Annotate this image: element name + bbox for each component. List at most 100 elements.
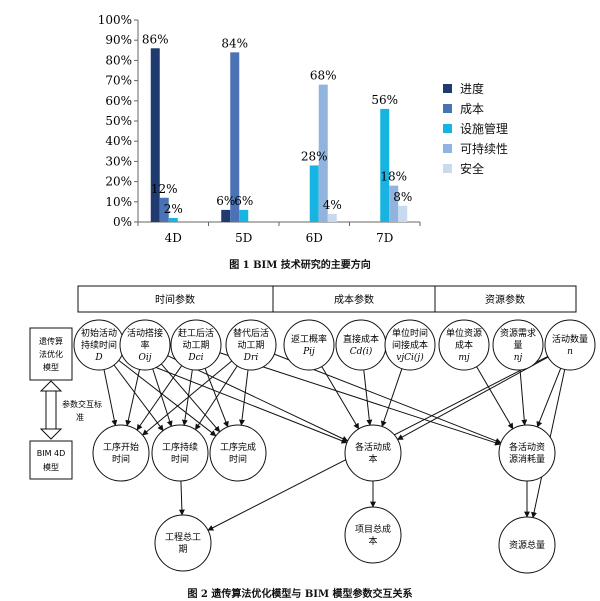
- x-tick-label: 6D: [306, 231, 323, 245]
- edge-arrow: [363, 369, 373, 426]
- edge-arrow: [125, 369, 141, 427]
- node-label: 单位时间: [392, 327, 428, 339]
- node-label: 时间: [171, 453, 189, 465]
- node-label: 工序持续: [162, 441, 198, 453]
- svg-text:模型: 模型: [43, 462, 59, 472]
- x-tick-label: 7D: [376, 231, 393, 245]
- data-label: 18%: [380, 170, 407, 184]
- node-label: 本: [368, 535, 377, 547]
- y-tick-label: 50%: [105, 114, 132, 128]
- node-symbol: D: [94, 353, 102, 363]
- legend-item: 可持续性: [443, 138, 508, 158]
- node-label: 工序完成: [220, 441, 256, 453]
- bar-5D-成本: [230, 52, 240, 222]
- double-arrow: [39, 380, 63, 440]
- bar-4D-进度: [150, 48, 160, 222]
- data-label: 12%: [151, 182, 178, 196]
- parameter-header: 时间参数 成本参数 资源参数: [77, 285, 577, 313]
- legend-swatch: [443, 103, 452, 113]
- node-label: 持续时间: [81, 339, 117, 351]
- header-resource: 资源参数: [485, 293, 525, 306]
- edge-arrow: [142, 360, 233, 436]
- parameter-diagram: 时间参数 成本参数 资源参数 遗传算 法优化 模型 参数交互标 准 BIM 4D…: [29, 285, 596, 574]
- legend-label: 设施管理: [460, 121, 509, 136]
- legend-swatch: [443, 163, 452, 173]
- svg-text:模型: 模型: [43, 362, 59, 372]
- svg-text:法优化: 法优化: [39, 349, 63, 359]
- bar-6D-可持续性: [318, 84, 328, 222]
- node-label: 期: [178, 544, 187, 555]
- bar-6D-安全: [327, 213, 337, 222]
- node-label: 时间: [229, 453, 247, 465]
- edge-arrow: [219, 352, 501, 446]
- node-symbol: Oij: [138, 353, 151, 363]
- node-label: 资源总量: [509, 539, 545, 551]
- edge-arrow: [194, 365, 238, 431]
- legend-item: 成本: [443, 98, 508, 118]
- node-symbol: nj: [514, 353, 523, 363]
- node-label: 源消耗量: [509, 453, 545, 465]
- node-label: 动工期: [237, 340, 264, 351]
- data-label: 6%: [216, 194, 235, 208]
- header-cost: 成本参数: [334, 293, 374, 306]
- legend-label: 安全: [460, 161, 485, 176]
- node-label: 各活动资: [509, 441, 545, 453]
- y-tick-label: 0%: [113, 215, 132, 229]
- x-tick-label: 4D: [165, 231, 182, 245]
- data-label: 2%: [164, 202, 183, 216]
- y-tick-label: 20%: [105, 175, 132, 189]
- edge-arrow: [113, 364, 164, 432]
- node-label: 各活动成: [355, 441, 391, 453]
- y-tick-label: 30%: [105, 154, 132, 168]
- edge-arrow: [476, 366, 514, 430]
- svg-text:BIM 4D: BIM 4D: [37, 449, 66, 458]
- node-label: 成本: [455, 339, 473, 351]
- node-label: 初始活动: [81, 327, 117, 339]
- node-label: 间接成本: [392, 339, 428, 351]
- data-label: 6%: [234, 194, 253, 208]
- node-label: 赶工后活: [178, 327, 214, 339]
- legend-swatch: [443, 123, 452, 133]
- figure-2-caption: 图 2 遗传算法优化模型与 BIM 模型参数交互关系: [187, 589, 413, 600]
- node-label: 时间: [112, 453, 130, 465]
- node-label: 资源需求: [500, 327, 536, 339]
- legend-swatch: [443, 83, 452, 93]
- node-symbol: Cd(i): [350, 346, 373, 357]
- ga-model-box: 遗传算 法优化 模型: [29, 327, 73, 381]
- bar-6D-设施管理: [309, 165, 319, 222]
- y-tick-label: 70%: [105, 74, 132, 88]
- legend-item: 设施管理: [443, 118, 508, 138]
- y-tick-label: 100%: [98, 13, 132, 27]
- y-tick-label: 40%: [105, 134, 132, 148]
- figure-1-caption: 图 1 BIM 技术研究的主要方向: [229, 260, 371, 271]
- node-symbol: vjCi(j): [396, 352, 424, 363]
- node-label: 单位资源: [446, 327, 482, 339]
- node-symbol: Pij: [302, 347, 315, 357]
- node-label: 量: [513, 340, 522, 351]
- y-tick-label: 90%: [105, 33, 132, 47]
- legend-item: 进度: [443, 78, 508, 98]
- bar-5D-设施管理: [239, 209, 249, 222]
- node-symbol: mj: [458, 353, 470, 363]
- x-tick-label: 5D: [235, 231, 252, 245]
- node-label: 替代后活: [233, 327, 269, 339]
- exchange-label: 准: [76, 412, 84, 422]
- edge-arrow: [397, 356, 549, 440]
- node-label: 活动搭接: [127, 327, 163, 339]
